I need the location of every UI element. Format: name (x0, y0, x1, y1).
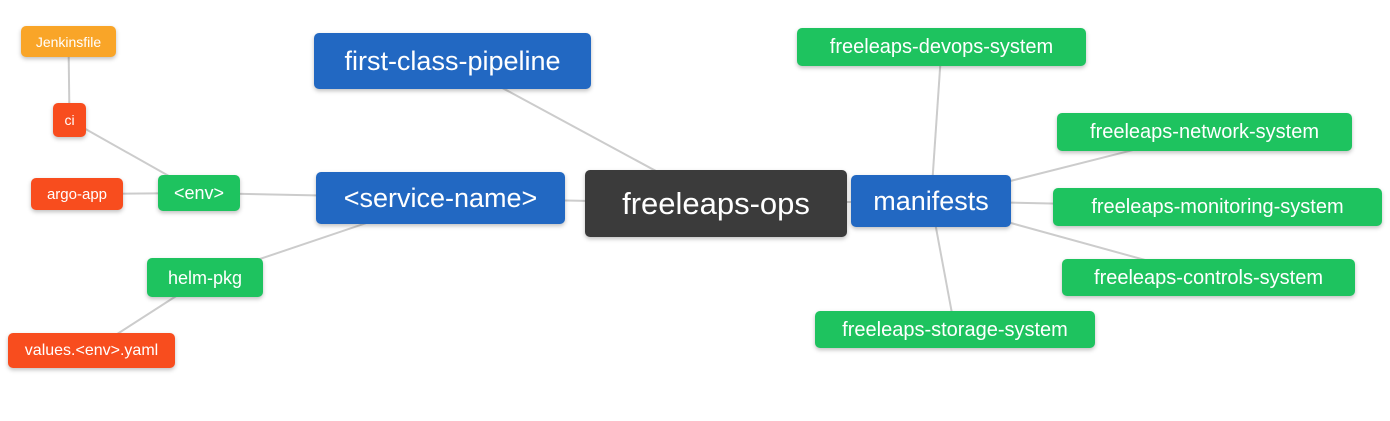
node-service-name[interactable]: <service-name> (316, 172, 565, 224)
node-label: values.<env>.yaml (24, 341, 159, 359)
node-devops-system[interactable]: freeleaps-devops-system (797, 28, 1086, 66)
node-env[interactable]: <env> (158, 175, 240, 211)
node-label: <service-name> (343, 182, 538, 213)
node-label: freeleaps-monitoring-system (1091, 196, 1344, 218)
node-label: freeleaps-network-system (1090, 121, 1319, 143)
node-values-env-yaml[interactable]: values.<env>.yaml (8, 333, 175, 368)
node-helm-pkg[interactable]: helm-pkg (147, 258, 263, 297)
node-label: argo-app (46, 185, 108, 203)
node-label: Jenkinsfile (35, 33, 102, 50)
node-label: <env> (173, 183, 225, 203)
node-network-system[interactable]: freeleaps-network-system (1057, 113, 1352, 151)
node-label: freeleaps-devops-system (829, 36, 1054, 58)
node-first-class-pipeline[interactable]: first-class-pipeline (314, 33, 591, 89)
node-manifests[interactable]: manifests (851, 175, 1011, 227)
node-label: first-class-pipeline (344, 45, 561, 76)
node-argo-app[interactable]: argo-app (31, 178, 123, 210)
node-label: freeleaps-storage-system (842, 318, 1068, 341)
node-ci[interactable]: ci (53, 103, 86, 137)
node-freeleaps-ops[interactable]: freeleaps-ops (585, 170, 847, 237)
node-storage-system[interactable]: freeleaps-storage-system (815, 311, 1095, 348)
node-controls-system[interactable]: freeleaps-controls-system (1062, 259, 1355, 296)
node-jenkinsfile[interactable]: Jenkinsfile (21, 26, 116, 57)
node-monitoring-system[interactable]: freeleaps-monitoring-system (1053, 188, 1382, 226)
node-label: manifests (873, 185, 989, 216)
node-label: helm-pkg (167, 267, 243, 288)
node-label: freeleaps-ops (622, 186, 810, 221)
node-label: ci (64, 112, 75, 128)
node-label: freeleaps-controls-system (1094, 266, 1323, 289)
